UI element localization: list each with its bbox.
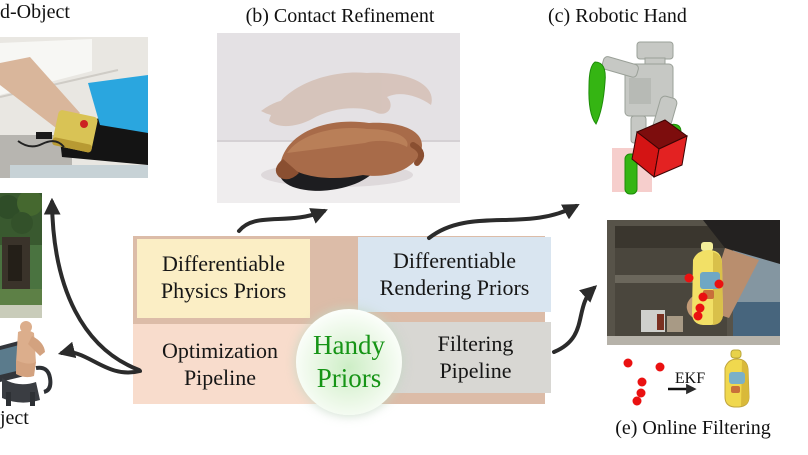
bottle-shape bbox=[692, 242, 723, 325]
sleeve-shape bbox=[703, 220, 780, 264]
human-mesh-illustration bbox=[0, 318, 55, 408]
photo-human-mesh bbox=[0, 318, 55, 408]
keypoint-dots-scatter bbox=[623, 358, 665, 406]
ghost-hand-shape bbox=[261, 72, 432, 127]
physics-priors-box bbox=[137, 239, 310, 318]
handy-priors-circle bbox=[296, 309, 402, 415]
blue-board-shape bbox=[88, 75, 148, 133]
bench-armrest-shape bbox=[35, 365, 53, 394]
arrow-filtering-to-online bbox=[552, 285, 598, 354]
outdoor-illustration bbox=[0, 193, 42, 318]
photo-outdoor-scene bbox=[0, 193, 42, 318]
caption-hand-object-partial: d-Object bbox=[0, 1, 70, 23]
hand-object-illustration bbox=[0, 37, 148, 178]
red-cube-shape bbox=[631, 119, 688, 178]
arrow-optimization-to-mesh bbox=[57, 341, 142, 375]
filtered-bottle-icon bbox=[724, 349, 750, 408]
sponge-shape bbox=[52, 110, 98, 153]
keypoint-dot bbox=[655, 362, 665, 372]
caption-contact-refinement: (b) Contact Refinement bbox=[245, 5, 435, 27]
caption-object-partial: ject bbox=[0, 407, 29, 429]
optimization-pipeline-label: Optimization Pipeline bbox=[161, 338, 279, 390]
arrow-physics-to-contact bbox=[237, 208, 328, 233]
photo-online-filtering bbox=[607, 220, 780, 345]
arrow-optimization-to-hand-object bbox=[43, 197, 141, 372]
caption-online-filtering: (e) Online Filtering bbox=[615, 417, 771, 439]
keypoint-dot bbox=[623, 358, 633, 368]
illustration-robotic-hand bbox=[565, 38, 705, 196]
contact-refinement-illustration bbox=[217, 33, 460, 203]
caption-robotic-hand: (c) Robotic Hand bbox=[548, 5, 687, 27]
keypoint-dot bbox=[636, 388, 646, 398]
filtering-pipeline-label: Filtering Pipeline bbox=[437, 331, 514, 383]
keypoint-dot bbox=[632, 396, 642, 406]
robotic-hand-illustration bbox=[565, 38, 705, 196]
ekf-label: EKF bbox=[674, 370, 706, 387]
arrow-rendering-to-robot bbox=[427, 204, 580, 240]
cable-shape bbox=[17, 140, 65, 148]
keypoint-dot bbox=[637, 377, 647, 387]
photo-hand-object bbox=[0, 37, 148, 178]
rendering-priors-label: Differentiable Rendering Priors bbox=[379, 248, 530, 300]
physics-priors-label: Differentiable Physics Priors bbox=[160, 251, 287, 303]
rendering-priors-box bbox=[358, 237, 551, 312]
handy-priors-label: Handy Priors bbox=[313, 330, 385, 393]
solid-hand-shape bbox=[275, 121, 425, 180]
photo-contact-refinement bbox=[217, 33, 460, 203]
marker-dot bbox=[80, 120, 88, 128]
online-filtering-illustration bbox=[607, 220, 780, 345]
mesh-figure-shape bbox=[16, 321, 45, 378]
